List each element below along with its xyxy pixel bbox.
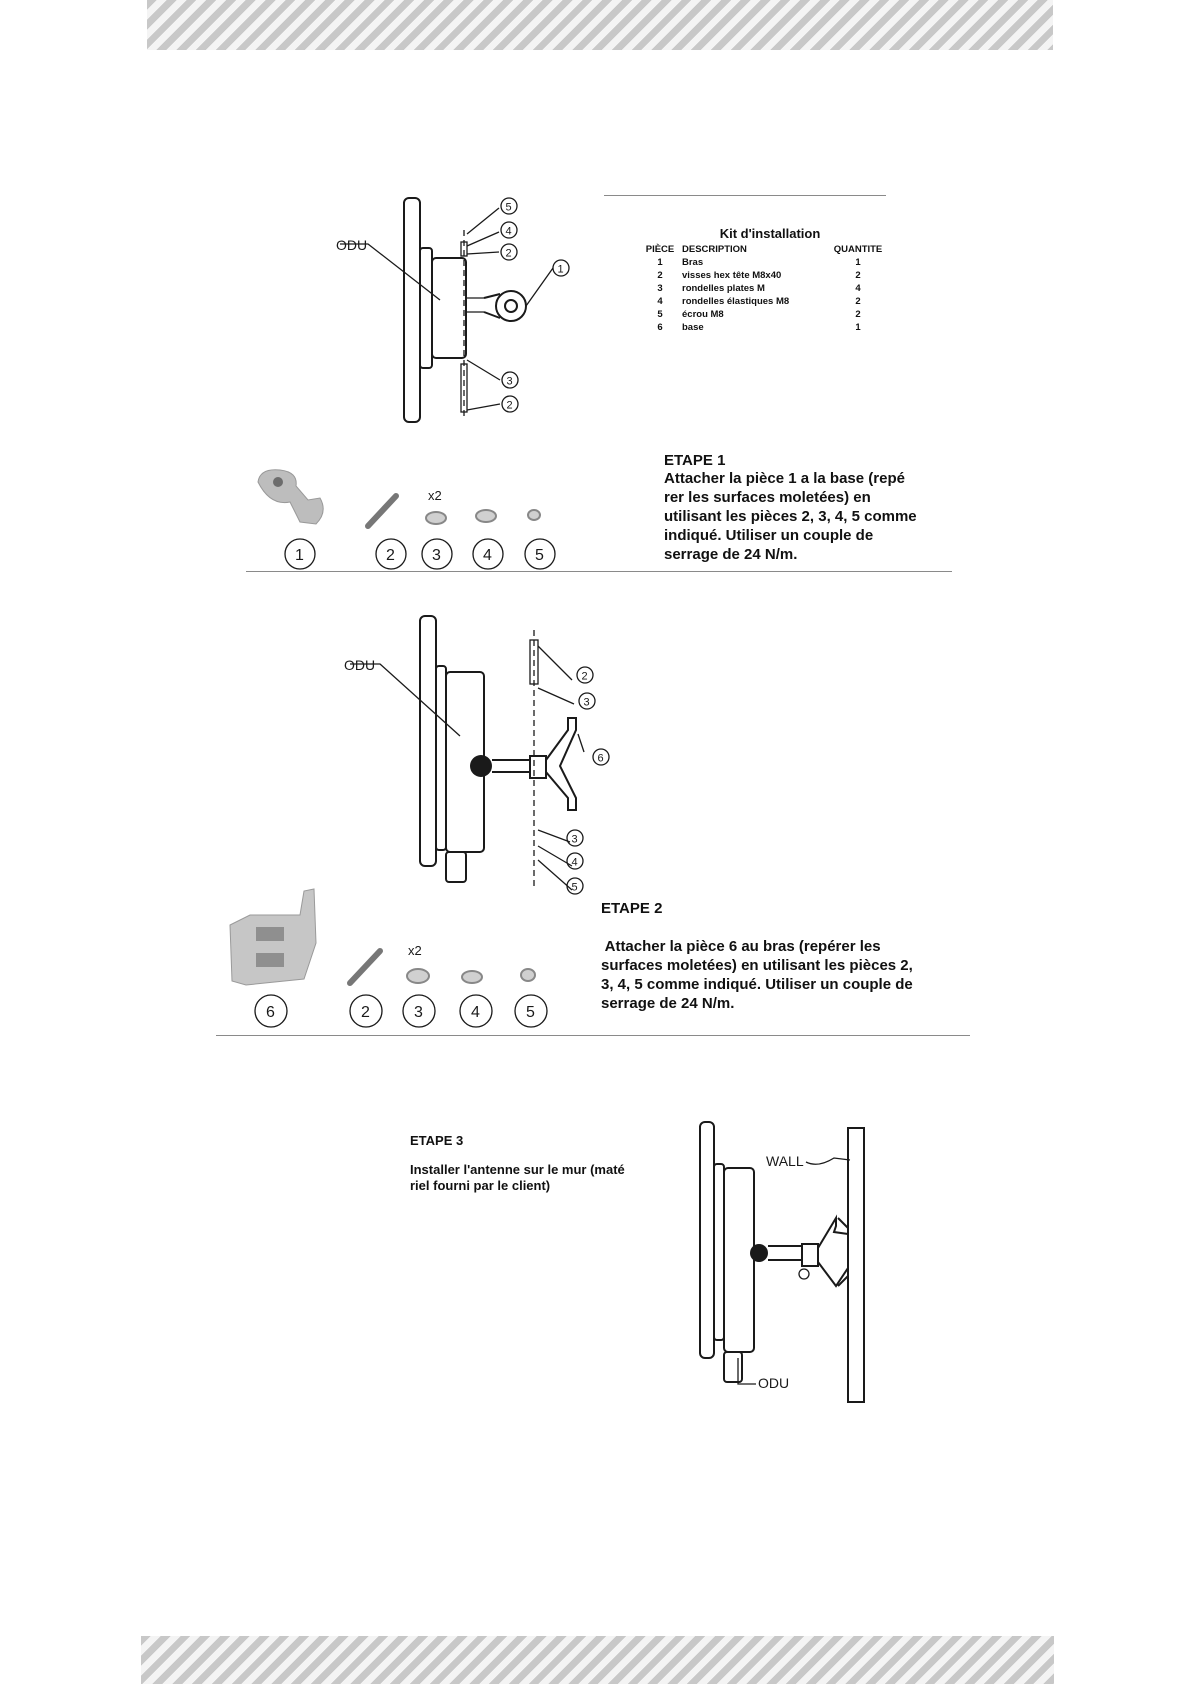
- svg-text:2: 2: [507, 400, 513, 412]
- svg-text:5: 5: [535, 547, 544, 564]
- kit-top-rule: [604, 195, 886, 196]
- callout-1: 1: [552, 259, 570, 277]
- svg-text:2: 2: [582, 671, 588, 683]
- svg-text:4: 4: [572, 857, 578, 869]
- parts-callout-6: 6: [254, 994, 288, 1028]
- odu-label-3: ODU: [758, 1375, 789, 1391]
- callout-3b: 3: [566, 829, 584, 847]
- parts-callout-5: 5: [514, 994, 548, 1028]
- callout-2b: 2: [501, 395, 519, 413]
- parts-callout-3: 3: [421, 538, 453, 570]
- bolt-icon: [365, 493, 399, 529]
- step3-body: Installer l'antenne sur le mur (maté rie…: [410, 1162, 625, 1193]
- parts-callout-3: 3: [402, 994, 436, 1028]
- svg-text:5: 5: [506, 202, 512, 214]
- callout-3: 3: [501, 371, 519, 389]
- diagram-step1-assembly: ODU: [336, 197, 554, 423]
- callout-5: 5: [566, 877, 584, 895]
- kit-header-description: DESCRIPTION: [682, 244, 747, 255]
- kit-title: Kit d'installation: [719, 226, 821, 241]
- svg-text:3: 3: [432, 547, 441, 564]
- step2-body: Attacher la pièce 6 au bras (repérer les…: [601, 938, 913, 1012]
- parts-row-step1: x2 1 2 3 4 5: [257, 469, 556, 570]
- svg-text:6: 6: [266, 1004, 275, 1021]
- diagram-step3-wall-mount: WALL ODU: [699, 1121, 865, 1403]
- kit-header-piece: PIÈCE: [645, 244, 675, 255]
- bottom-decorative-band: [141, 1636, 1054, 1684]
- flat-washer-icon: [406, 968, 430, 984]
- svg-text:4: 4: [483, 547, 492, 564]
- spring-washer-icon: [475, 509, 497, 523]
- base-part-icon: [229, 888, 317, 986]
- step3-block: ETAPE 3 Installer l'antenne sur le mur (…: [410, 1133, 690, 1194]
- callout-5: 5: [500, 197, 518, 215]
- kit-header-quantity: QUANTITE: [833, 244, 883, 255]
- diagram-step2-assembly: ODU: [344, 615, 585, 891]
- parts-callout-4: 4: [472, 538, 504, 570]
- callout-4: 4: [566, 852, 584, 870]
- step2-block: ETAPE 2 Attacher la pièce 6 au bras (rep…: [601, 900, 981, 1013]
- odu-label-1: ODU: [336, 237, 367, 253]
- spring-washer-icon: [461, 970, 483, 984]
- svg-text:3: 3: [507, 376, 513, 388]
- svg-text:5: 5: [526, 1004, 535, 1021]
- parts-callout-1: 1: [284, 538, 316, 570]
- wall-label: WALL: [766, 1153, 804, 1169]
- svg-text:2: 2: [506, 248, 512, 260]
- parts-callout-2: 2: [349, 994, 383, 1028]
- x2-label-2: x2: [408, 943, 422, 958]
- top-decorative-band: [147, 0, 1053, 50]
- callout-6: 6: [592, 748, 610, 766]
- x2-label-1: x2: [428, 488, 442, 503]
- callout-2: 2: [576, 666, 594, 684]
- diagram-step1-callouts: 5 4 2 1 3 2: [500, 197, 570, 413]
- callout-2: 2: [500, 243, 518, 261]
- flat-washer-icon: [425, 511, 447, 525]
- step2-title: ETAPE 2: [601, 900, 663, 917]
- svg-text:3: 3: [572, 834, 578, 846]
- svg-text:5: 5: [572, 882, 578, 894]
- kit-table: Kit d'installation PIÈCE DESCRIPTION QUA…: [640, 226, 900, 334]
- svg-text:1: 1: [295, 547, 304, 564]
- bolt-icon: [347, 948, 383, 986]
- parts-row-step2: x2 6 2 3 4 5: [229, 888, 548, 1028]
- nut-icon: [527, 509, 541, 521]
- arm-part-icon: [257, 469, 324, 525]
- step2-divider: [216, 1035, 970, 1036]
- step1-divider: [246, 571, 952, 572]
- svg-text:2: 2: [386, 547, 395, 564]
- svg-text:4: 4: [506, 226, 512, 238]
- svg-text:6: 6: [598, 753, 604, 765]
- step1-title: ETAPE 1: [664, 452, 726, 469]
- nut-icon: [520, 968, 536, 982]
- step3-title: ETAPE 3: [410, 1133, 464, 1148]
- step1-block: ETAPE 1 Attacher la pièce 1 a la base (r…: [664, 452, 964, 564]
- svg-text:1: 1: [558, 264, 564, 276]
- callout-4: 4: [500, 221, 518, 239]
- parts-callout-5: 5: [524, 538, 556, 570]
- svg-text:3: 3: [584, 697, 590, 709]
- diagram-step2-callouts: 2 3 6 3 4 5: [566, 666, 610, 895]
- odu-label-2: ODU: [344, 657, 375, 673]
- step1-body: Attacher la pièce 1 a la base (repé rer …: [664, 470, 917, 563]
- svg-text:4: 4: [471, 1004, 480, 1021]
- svg-text:2: 2: [361, 1004, 370, 1021]
- parts-callout-4: 4: [459, 994, 493, 1028]
- svg-text:3: 3: [414, 1004, 423, 1021]
- callout-3: 3: [578, 692, 596, 710]
- parts-callout-2: 2: [375, 538, 407, 570]
